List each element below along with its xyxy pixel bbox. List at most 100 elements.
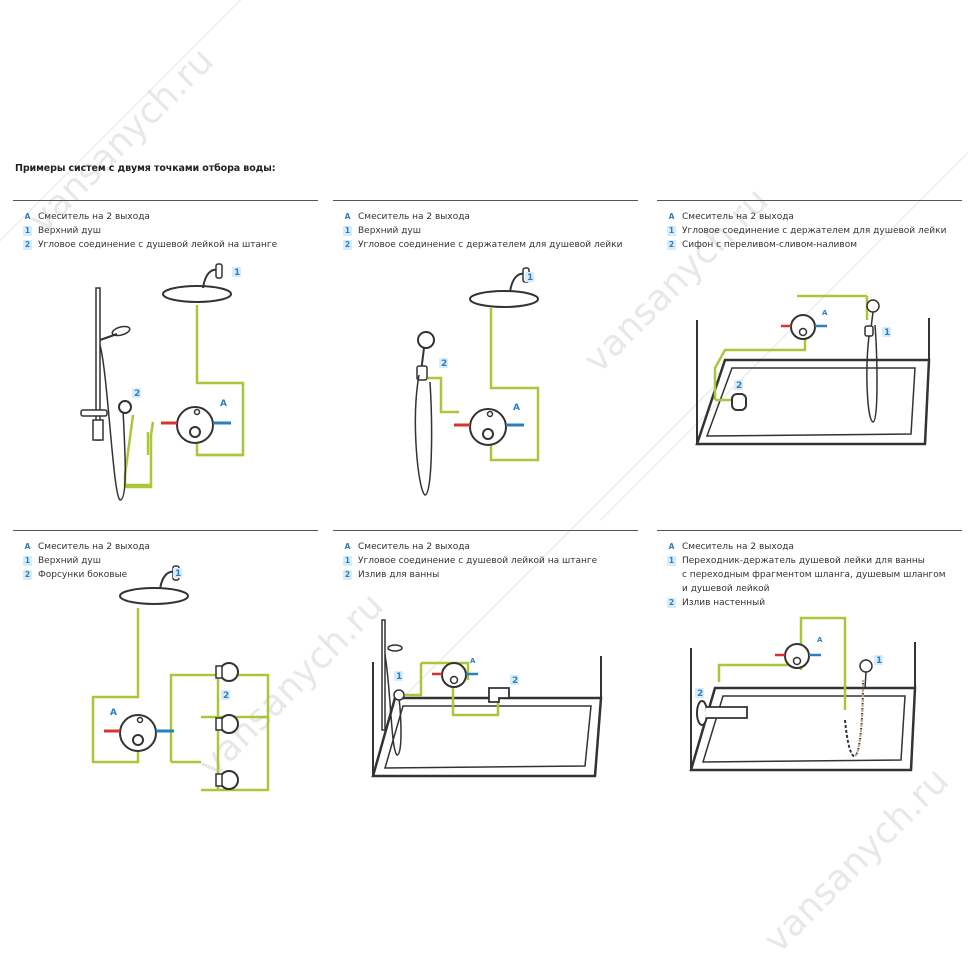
bathtub-rim: [689, 686, 917, 772]
svg-text:2: 2: [223, 691, 229, 701]
legend-item: 1 Угловое соединение с душевой лейкой на …: [343, 554, 597, 568]
wall-spout: [706, 706, 748, 719]
legend-text: Угловое соединение с душевой лейкой на ш…: [38, 240, 278, 250]
legend-text: Угловое соединение с держателем для душе…: [682, 226, 947, 236]
divider: [333, 530, 638, 531]
overflow-drain: [731, 393, 747, 411]
legend-text: Форсунки боковые: [38, 570, 128, 580]
divider: [333, 200, 638, 201]
legend-key: A: [24, 212, 31, 221]
rain-shower-head: [162, 285, 232, 303]
legend-key: 1: [23, 556, 32, 566]
legend-key: A: [344, 212, 351, 221]
hand-shower-head: [417, 331, 435, 349]
legend-key: A: [344, 542, 351, 551]
svg-text:A: A: [822, 309, 828, 317]
pipe: [91, 608, 270, 792]
pipe: [428, 308, 540, 462]
legend-key: 2: [667, 598, 676, 608]
legend-text: Излив настенный: [682, 598, 766, 608]
divider: [657, 530, 962, 531]
shower-hose: [384, 654, 402, 756]
hand-shower: [387, 644, 403, 652]
legend-text: Смеситель на 2 выхода: [358, 542, 470, 552]
wall-outlet: [118, 400, 132, 414]
wall-flange: [215, 263, 223, 279]
legend: A Смеситель на 2 выхода 1 Угловое соединен…: [343, 540, 597, 582]
legend-text: Верхний душ: [38, 226, 101, 236]
shower-hose-hidden: [844, 679, 864, 758]
divider: [13, 530, 318, 531]
legend-text: Верхний душ: [358, 226, 421, 236]
mixer-handle: [132, 734, 144, 746]
wall-spout-flange: [696, 700, 708, 726]
svg-text:2: 2: [697, 689, 703, 699]
legend-key: 2: [667, 240, 676, 250]
legend-item: A Смеситель на 2 выхода: [23, 210, 277, 224]
shower-system-diagram: 1 A 2: [80, 263, 245, 501]
slide-bar: [95, 287, 101, 441]
page-title: Примеры систем с двумя точками отбора во…: [15, 163, 276, 174]
legend-item: 1 Верхний душ: [343, 224, 622, 238]
svg-text:A: A: [817, 636, 823, 644]
slide-bar: [381, 619, 386, 731]
bathtub-rim: [371, 696, 603, 778]
legend-item: A Смеситель на 2 выхода: [667, 210, 946, 224]
legend-key: A: [668, 212, 675, 221]
scheme-panel-2: A Смеситель на 2 выхода 1 Верхний душ 2 Угл…: [333, 200, 638, 520]
shower-holder: [864, 325, 874, 337]
svg-text:1: 1: [527, 273, 533, 283]
legend-key: 1: [343, 556, 352, 566]
svg-text:1: 1: [396, 672, 402, 682]
legend-key: 1: [667, 556, 676, 566]
mixer-handle: [792, 656, 802, 666]
legend-text: Смеситель на 2 выхода: [358, 212, 470, 222]
shower-hose: [866, 324, 878, 423]
legend-text: Переходник-держатель душевой лейки для в…: [682, 556, 946, 594]
divider: [657, 200, 962, 201]
legend-text: Угловое соединение с держателем для душе…: [358, 240, 623, 250]
divider: [13, 200, 318, 201]
svg-text:1: 1: [884, 328, 890, 338]
svg-text:1: 1: [234, 268, 240, 278]
svg-text:2: 2: [441, 359, 447, 369]
legend-key: 1: [343, 226, 352, 236]
mixer-plate: [119, 714, 157, 752]
bathtub-system-diagram: A 1 2: [689, 616, 917, 772]
mixer-plate: [176, 406, 214, 444]
diverter: [136, 716, 144, 724]
svg-text:A: A: [513, 403, 520, 413]
bathtub-system-diagram: A 1 2: [695, 294, 931, 446]
svg-text:2: 2: [512, 676, 518, 686]
legend-text: Смеситель на 2 выхода: [38, 542, 150, 552]
mixer-handle: [449, 675, 459, 685]
svg-text:A: A: [110, 708, 117, 718]
legend-item: 1 Переходник-держатель душевой лейки для …: [667, 554, 946, 596]
mixer-handle: [189, 426, 201, 438]
legend-text: Смеситель на 2 выхода: [38, 212, 150, 222]
mixer-handle: [798, 327, 808, 337]
shower-system-diagram: 1 A 2: [414, 267, 540, 496]
pipe: [123, 305, 245, 487]
legend-key: 2: [343, 570, 352, 580]
shower-hose: [414, 374, 433, 496]
legend-text: Смеситель на 2 выхода: [682, 212, 794, 222]
legend-text: Угловое соединение с душевой лейкой на ш…: [358, 556, 598, 566]
wall-outlet: [393, 689, 405, 701]
diverter: [486, 410, 494, 418]
rain-shower-head: [119, 587, 189, 605]
legend-item: A Смеситель на 2 выхода: [343, 540, 597, 554]
